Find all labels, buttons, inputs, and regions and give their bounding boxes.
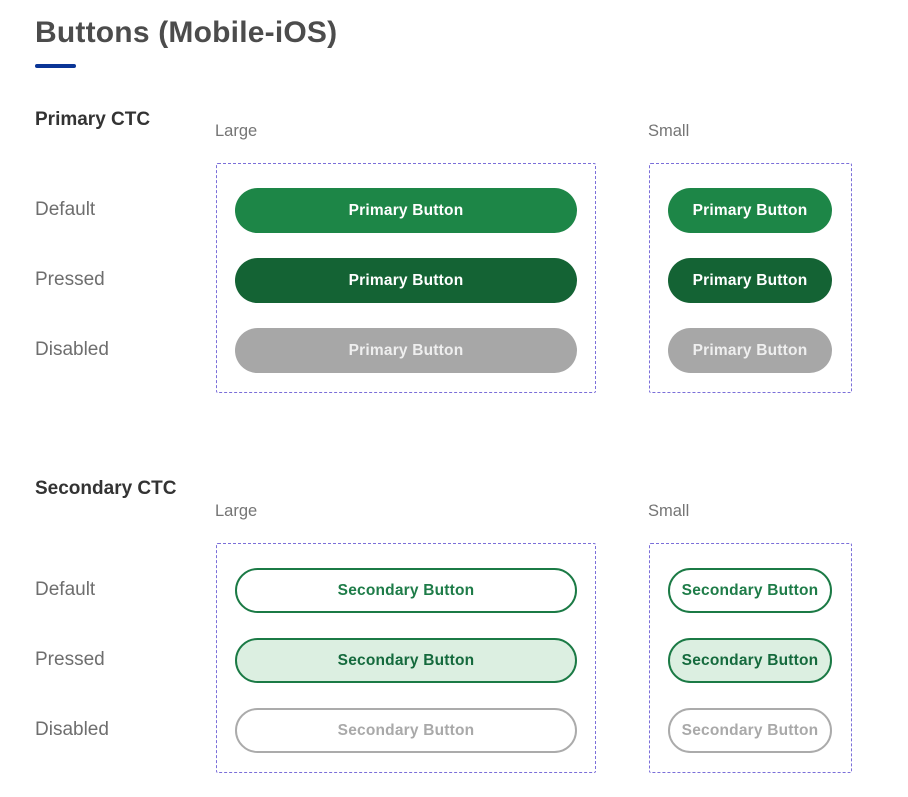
primary-button-disabled-small[interactable]: Primary Button	[668, 328, 832, 373]
primary-button-disabled-large[interactable]: Primary Button	[235, 328, 577, 373]
state-label-default: Default	[35, 199, 96, 220]
secondary-button-pressed-small[interactable]: Secondary Button	[668, 638, 832, 683]
primary-large-specimen-frame	[216, 163, 596, 393]
state-label-default-secondary: Default	[35, 579, 96, 600]
primary-button-pressed-large[interactable]: Primary Button	[235, 258, 577, 303]
secondary-large-specimen-frame	[216, 543, 596, 773]
state-label-disabled-secondary: Disabled	[35, 719, 109, 740]
secondary-button-default-large[interactable]: Secondary Button	[235, 568, 577, 613]
primary-small-specimen-frame	[649, 163, 852, 393]
secondary-button-disabled-large[interactable]: Secondary Button	[235, 708, 577, 753]
secondary-button-disabled-small[interactable]: Secondary Button	[668, 708, 832, 753]
column-label-small: Small	[648, 122, 690, 140]
title-accent-underline	[35, 64, 76, 68]
primary-button-default-small[interactable]: Primary Button	[668, 188, 832, 233]
secondary-small-specimen-frame	[649, 543, 852, 773]
section-title-primary-ctc: Primary CTC	[35, 109, 151, 130]
state-label-pressed: Pressed	[35, 269, 105, 290]
primary-button-default-large[interactable]: Primary Button	[235, 188, 577, 233]
state-label-pressed-secondary: Pressed	[35, 649, 105, 670]
primary-button-pressed-small[interactable]: Primary Button	[668, 258, 832, 303]
state-label-disabled: Disabled	[35, 339, 109, 360]
page-title: Buttons (Mobile-iOS)	[35, 16, 338, 49]
secondary-button-default-small[interactable]: Secondary Button	[668, 568, 832, 613]
section-title-secondary-ctc: Secondary CTC	[35, 478, 177, 499]
secondary-button-pressed-large[interactable]: Secondary Button	[235, 638, 577, 683]
column-label-large: Large	[215, 122, 258, 140]
column-label-small-secondary: Small	[648, 502, 690, 520]
column-label-large-secondary: Large	[215, 502, 258, 520]
